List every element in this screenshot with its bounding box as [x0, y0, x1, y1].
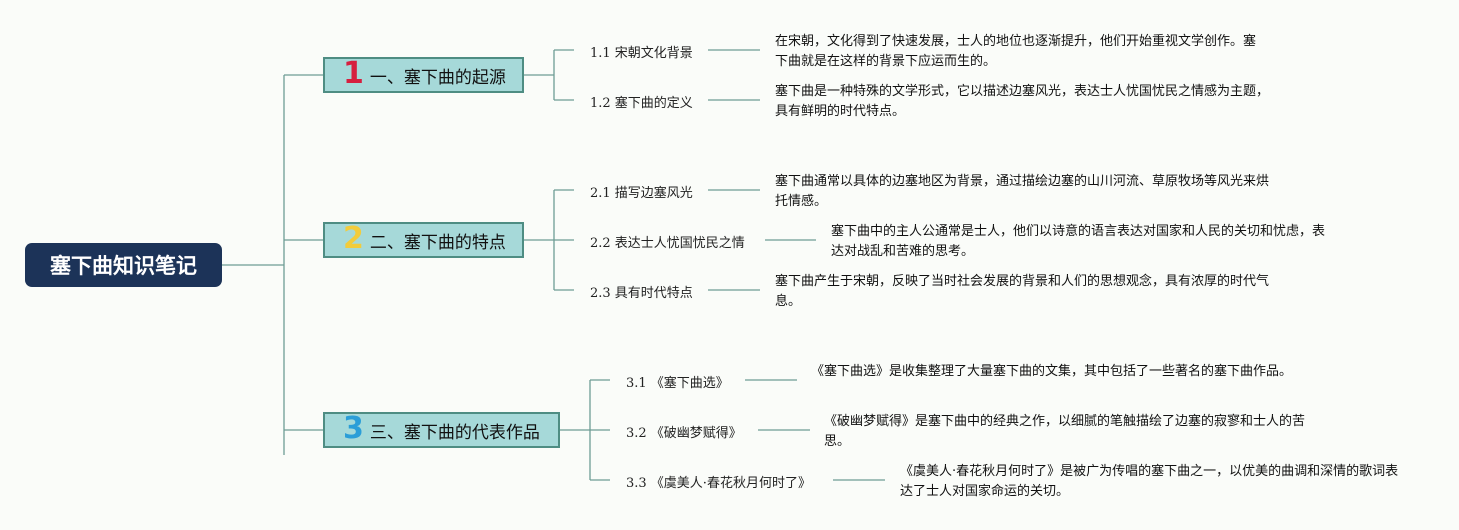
section-3-number: 3 [343, 411, 364, 446]
root-topic[interactable]: 塞下曲知识笔记 [25, 243, 222, 287]
item-3-1-desc: 《塞下曲选》是收集整理了大量塞下曲的文集，其中包括了一些著名的塞下曲作品。 [811, 364, 1293, 379]
item-3-2-label[interactable]: 3.2 《破幽梦赋得》 [626, 426, 742, 441]
item-3-1-label[interactable]: 3.1 《塞下曲选》 [626, 376, 729, 391]
section-1-node[interactable]: 1 一、塞下曲的起源 [323, 57, 524, 93]
item-2-1-label[interactable]: 2.1 描写边塞风光 [590, 186, 693, 201]
section-3-title: 三、塞下曲的代表作品 [369, 422, 540, 443]
section-2-node[interactable]: 2 二、塞下曲的特点 [323, 222, 524, 258]
item-1-1-label[interactable]: 1.1 宋朝文化背景 [590, 46, 693, 61]
item-2-3-label[interactable]: 2.3 具有时代特点 [590, 286, 693, 301]
item-3-3-label[interactable]: 3.3 《虞美人·春花秋月何时了》 [626, 476, 811, 491]
item-2-1-desc: 塞下曲通常以具体的边塞地区为背景，通过描绘边塞的山川河流、草原牧场等风光来烘托情… [775, 174, 1270, 209]
item-3-3-desc: 《虞美人·春花秋月何时了》是被广为传唱的塞下曲之一，以优美的曲调和深情的歌词表达… [900, 464, 1399, 499]
item-1-2-label[interactable]: 1.2 塞下曲的定义 [590, 96, 693, 111]
section-1-title: 一、塞下曲的起源 [369, 67, 506, 88]
link-section-3-bracket [560, 379, 610, 481]
item-3-2-desc: 《破幽梦赋得》是塞下曲中的经典之作，以细腻的笔触描绘了边塞的寂寥和士人的苦思。 [824, 414, 1306, 449]
link-section-1-bracket [524, 49, 574, 101]
link-section-2-bracket [524, 189, 574, 291]
item-1-2-desc: 塞下曲是一种特殊的文学形式，它以描述边塞风光，表达士人忧国忧民之情感为主题，具有… [775, 84, 1270, 119]
item-2-2-label[interactable]: 2.2 表达士人忧国忧民之情 [590, 236, 745, 251]
section-1-number: 1 [343, 56, 364, 91]
section-2-title: 二、塞下曲的特点 [369, 232, 506, 253]
section-3-node[interactable]: 3 三、塞下曲的代表作品 [323, 412, 560, 448]
link-root-trunk [222, 75, 285, 455]
item-1-1-desc: 在宋朝，文化得到了快速发展，士人的地位也逐渐提升，他们开始重视文学创作。塞下曲就… [775, 34, 1257, 69]
item-2-2-desc: 塞下曲中的主人公通常是士人，他们以诗意的语言表达对国家和人民的关切和忧虑，表达对… [831, 224, 1326, 259]
section-2-number: 2 [343, 221, 364, 256]
item-2-3-desc: 塞下曲产生于宋朝，反映了当时社会发展的背景和人们的思想观念，具有浓厚的时代气息。 [775, 274, 1270, 309]
